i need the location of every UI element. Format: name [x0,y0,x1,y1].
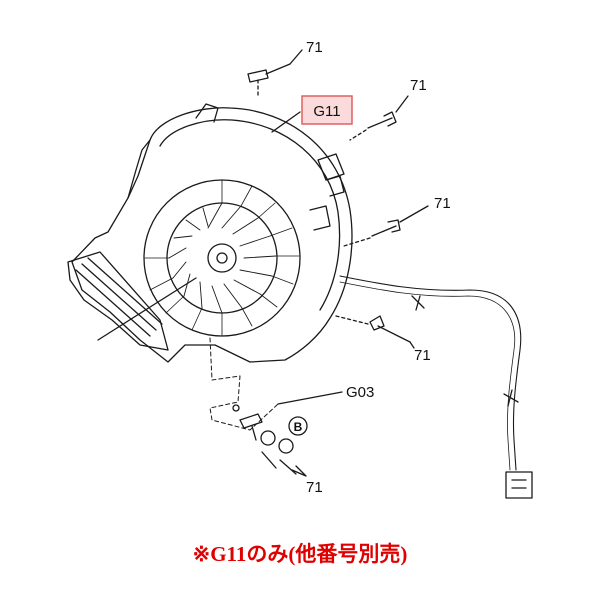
wire-clip-1 [411,295,425,311]
outlet-duct-ribs [75,257,163,337]
leader-top [289,49,303,65]
g03-label: G03 [346,384,374,401]
housing-rim [159,119,341,311]
screw-label-upper-right: 71 [410,77,427,94]
detail-marker-label: B [294,420,303,434]
screw-lower-right [335,315,411,343]
impeller-hub [207,243,237,273]
bracket-ring [232,404,240,412]
detail-marker-circle [288,416,308,436]
bracket-part [239,413,263,441]
sale-note-caption: ※G11のみ(他番号別売) [192,542,408,566]
leader-g03 [277,391,343,405]
bracket-detail-box [209,337,279,431]
g11-highlight-box [301,95,353,125]
mount-tab-lower-right [309,205,331,231]
wire-clip-2 [503,389,519,407]
screw-label-lower-right: 71 [414,347,431,364]
leader-g11 [271,111,301,133]
leader-upper-right [395,95,409,113]
screw-label-bottom: 71 [306,479,323,496]
impeller-outer-vanes [144,179,300,337]
screws-bottom [260,430,307,477]
leader-right [399,205,429,223]
g11-label: G11 [313,103,340,120]
wire-harness-inner [339,281,516,471]
screw-upper-right [349,111,397,141]
blower-housing [71,107,353,363]
screw-right [343,219,401,247]
wire-harness [339,275,522,471]
mount-tab-top [195,103,219,123]
housing-back-edge [127,139,151,199]
impeller-blades [168,202,277,314]
outlet-duct [67,251,169,351]
screw-top [247,63,291,97]
screw-label-top: 71 [306,39,323,56]
wire-connector [505,471,533,499]
leader-impeller [97,277,197,341]
connector-block [317,153,345,181]
impeller-shaft [216,252,228,264]
screw-label-right: 71 [434,195,451,212]
leader-lower-right [409,341,415,349]
